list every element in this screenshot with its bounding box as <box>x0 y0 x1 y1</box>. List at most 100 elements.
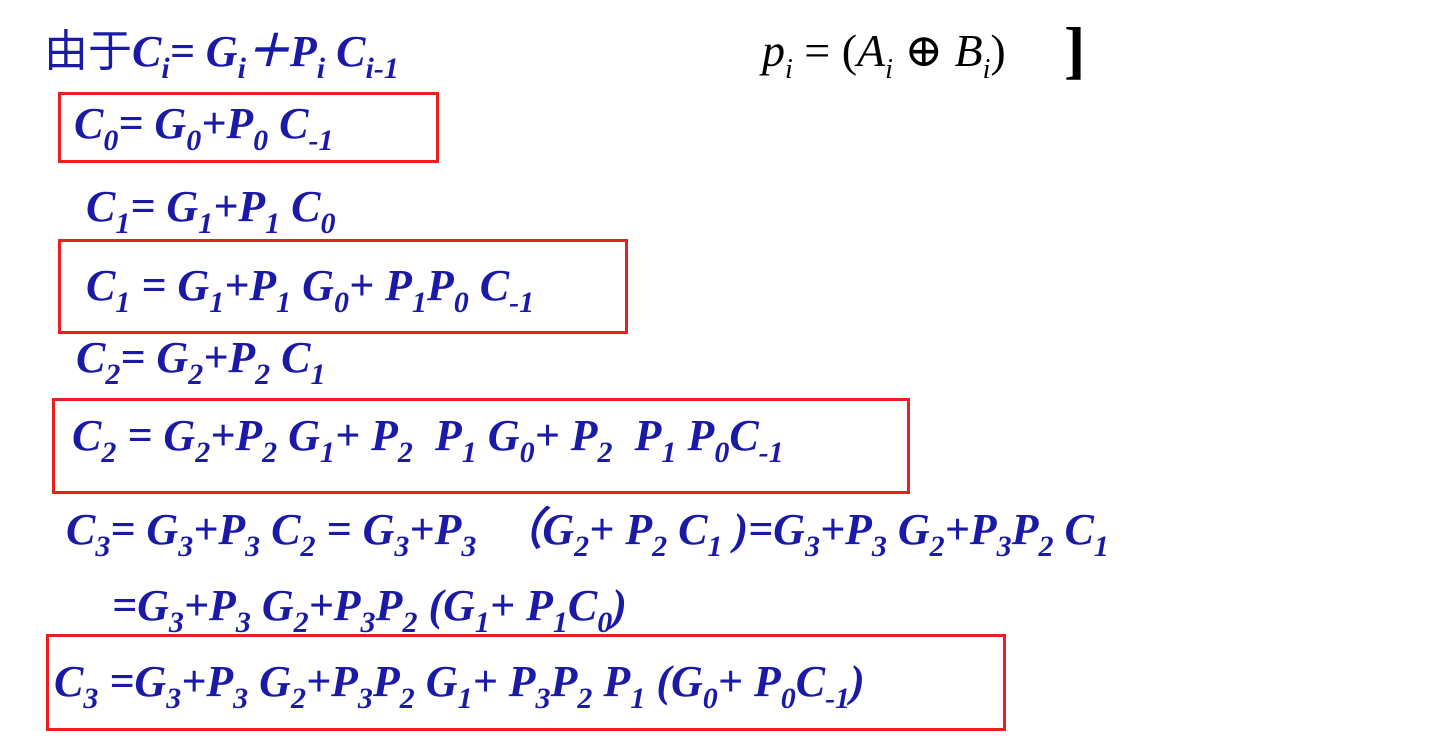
equation-term: +P <box>819 505 872 554</box>
equation-term: C <box>66 505 96 554</box>
equation-term: +P <box>213 182 266 231</box>
equation-subscript: 2 <box>195 436 211 469</box>
equation-subscript: 2 <box>597 436 613 469</box>
equation-subscript: 2 <box>101 436 117 469</box>
equation-subscript: 0 <box>519 436 535 469</box>
equation-subscript: 3 <box>178 530 194 563</box>
formula-eq: = ( <box>792 25 858 76</box>
equation-subscript: 3 <box>871 530 887 563</box>
equation-subscript: 3 <box>804 530 820 563</box>
equation-subscript: 0 <box>320 207 336 240</box>
equation-term: P <box>372 657 400 706</box>
equation-term: +P <box>181 657 234 706</box>
equation-subscript: 0 <box>103 124 119 157</box>
equation-subscript: 1 <box>209 286 225 319</box>
equation-subscript: 0 <box>597 606 613 639</box>
equation-term: P <box>612 411 662 460</box>
equation-term: +P <box>224 261 277 310</box>
equation-subscript: i <box>316 52 326 85</box>
equation-subscript: 1 <box>552 606 568 639</box>
equation-term: = G <box>169 27 238 76</box>
formula-xor: ⊕ <box>892 25 955 76</box>
equation-subscript: 3 <box>461 530 477 563</box>
equation-subscript: 2 <box>105 358 121 391</box>
propagate-formula: pi = (Ai ⊕ Bi) <box>762 25 1006 84</box>
equation-c3-result: C3 =G3+P3 G2+P3P2 G1+ P3P2 P1 (G0+ P0C-1… <box>54 657 865 714</box>
equation-c2-expanded: C2= G2+P2 C1 <box>76 333 326 390</box>
equation-term: C <box>72 411 102 460</box>
equation-subscript: -1 <box>308 124 334 157</box>
equation-term: = G <box>130 261 210 310</box>
equation-term: P <box>426 261 454 310</box>
formula-p-sub: i <box>785 54 793 85</box>
equation-term: = G <box>315 505 395 554</box>
equation-subscript: 2 <box>577 682 593 715</box>
equation-term: + P <box>534 411 598 460</box>
equation-term: （G <box>476 505 575 554</box>
equation-subscript: 1 <box>198 207 214 240</box>
formula-close: ) <box>990 25 1006 76</box>
equation-subscript: -1 <box>825 682 851 715</box>
header-eq: Ci= Gi＋Pi Ci-1 <box>132 27 399 84</box>
equation-subscript: 1 <box>411 286 427 319</box>
equation-term: C <box>74 99 104 148</box>
equation-subscript: -1 <box>509 286 535 319</box>
equation-term: C <box>86 182 116 231</box>
equation-term: C <box>270 333 311 382</box>
equation-term: P <box>412 411 462 460</box>
equation-term: ) <box>850 657 865 706</box>
equation-term: +P <box>193 505 246 554</box>
equation-subscript: 3 <box>996 530 1012 563</box>
equation-term: G <box>291 261 334 310</box>
equation-subscript: 3 <box>357 682 373 715</box>
equation-subscript: 3 <box>83 682 99 715</box>
equation-term: = G <box>116 411 196 460</box>
equation-term: + P <box>334 411 398 460</box>
equation-term: +P <box>944 505 997 554</box>
equation-term: + P <box>348 261 412 310</box>
equation-term: G <box>886 505 930 554</box>
equation-term: = G <box>120 333 189 382</box>
equation-term: G <box>250 581 294 630</box>
equation-subscript: 1 <box>319 436 335 469</box>
equation-subscript: 1 <box>1093 530 1109 563</box>
equation-term: = G <box>110 505 179 554</box>
equation-term: C <box>729 411 759 460</box>
equation-term: +P <box>409 505 462 554</box>
equation-term: +P <box>305 657 358 706</box>
formula-b-sub: i <box>982 54 991 85</box>
equation-subscript: 2 <box>574 530 590 563</box>
equation-subscript: 2 <box>300 530 316 563</box>
equation-subscript: 3 <box>166 682 182 715</box>
equation-term: + P <box>472 657 536 706</box>
highlight-box-c2 <box>52 398 910 494</box>
equation-term: +P <box>203 333 256 382</box>
equation-subscript: 2 <box>397 436 413 469</box>
equation-term: P <box>592 657 631 706</box>
equation-term: C <box>76 333 106 382</box>
equation-term: (G <box>645 657 703 706</box>
equation-c1-expanded: C1= G1+P1 C0 <box>86 182 336 239</box>
highlight-box-c0 <box>58 92 439 163</box>
equation-term: C <box>667 505 708 554</box>
equation-subscript: 2 <box>290 682 306 715</box>
equation-subscript: 3 <box>535 682 551 715</box>
equation-term: + P <box>717 657 781 706</box>
equation-term: C <box>54 657 84 706</box>
equation-subscript: 1 <box>115 286 131 319</box>
equation-term: C <box>468 261 510 310</box>
equation-subscript: i <box>237 52 246 85</box>
equation-subscript: i-1 <box>365 52 399 85</box>
equation-term: C <box>132 27 162 76</box>
equation-term: + P <box>589 505 653 554</box>
equation-term: = G <box>130 182 199 231</box>
equation-subscript: 2 <box>402 606 418 639</box>
equation-c3-step2: =G3+P3 G2+P3P2 (G1+ P1C0) <box>112 581 627 638</box>
equation-subscript: 2 <box>1038 530 1054 563</box>
equation-subscript: 3 <box>95 530 111 563</box>
equation-subscript: 1 <box>115 207 131 240</box>
equation-subscript: 0 <box>702 682 718 715</box>
equation-term: P <box>676 411 715 460</box>
equation-c1-result: C1 = G1+P1 G0+ P1P0 C-1 <box>86 261 534 318</box>
formula-b: B <box>954 25 983 76</box>
